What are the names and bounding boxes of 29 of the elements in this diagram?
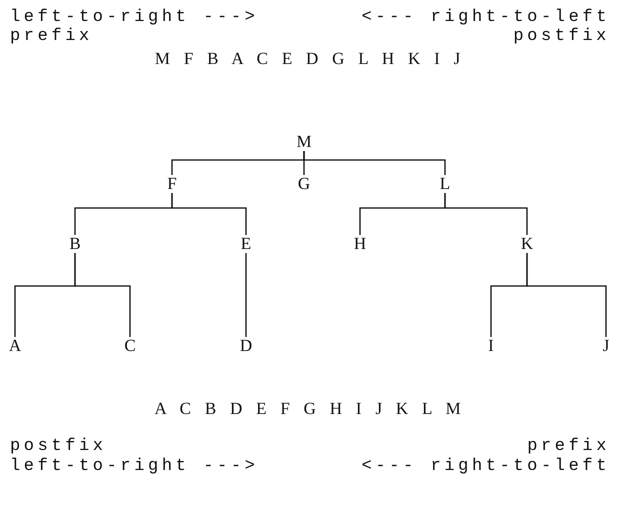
tree-connector [245, 253, 247, 337]
tree-node-letter: J [602, 338, 610, 354]
tree-connector [303, 151, 446, 175]
direction-label: postfix [10, 438, 107, 456]
direction-label: <--- right-to-left [362, 458, 610, 476]
tree-node-letter: M [295, 134, 313, 150]
tree-node-letter: E [240, 236, 252, 252]
tree-node-letter: F [166, 176, 178, 192]
tree-node-letter: I [487, 338, 495, 354]
direction-label: left-to-right ---> [10, 458, 258, 476]
traversal-sequence: A C B D E F G H I J K L M [154, 400, 464, 418]
tree-connector [526, 253, 607, 337]
tree-node-letter: L [438, 176, 452, 192]
traversal-sequence: M F B A C E D G L H K I J [154, 50, 464, 68]
tree-node-letter: K [520, 236, 534, 252]
tree-node-letter: D [238, 338, 254, 354]
tree-connector [171, 193, 247, 235]
tree-connector [74, 253, 131, 337]
tree-node-letter: G [296, 176, 312, 192]
direction-label: <--- right-to-left [362, 9, 610, 27]
direction-label: left-to-right ---> [10, 9, 258, 27]
tree-node-letter: B [68, 236, 82, 252]
tree-node-letter: C [123, 338, 137, 354]
tree-node-letter: H [352, 236, 368, 252]
tree-node-letter: A [8, 338, 22, 354]
tree-connector [444, 193, 528, 235]
direction-label: prefix [527, 438, 610, 456]
direction-label: prefix [10, 28, 93, 46]
direction-label: postfix [513, 28, 610, 46]
